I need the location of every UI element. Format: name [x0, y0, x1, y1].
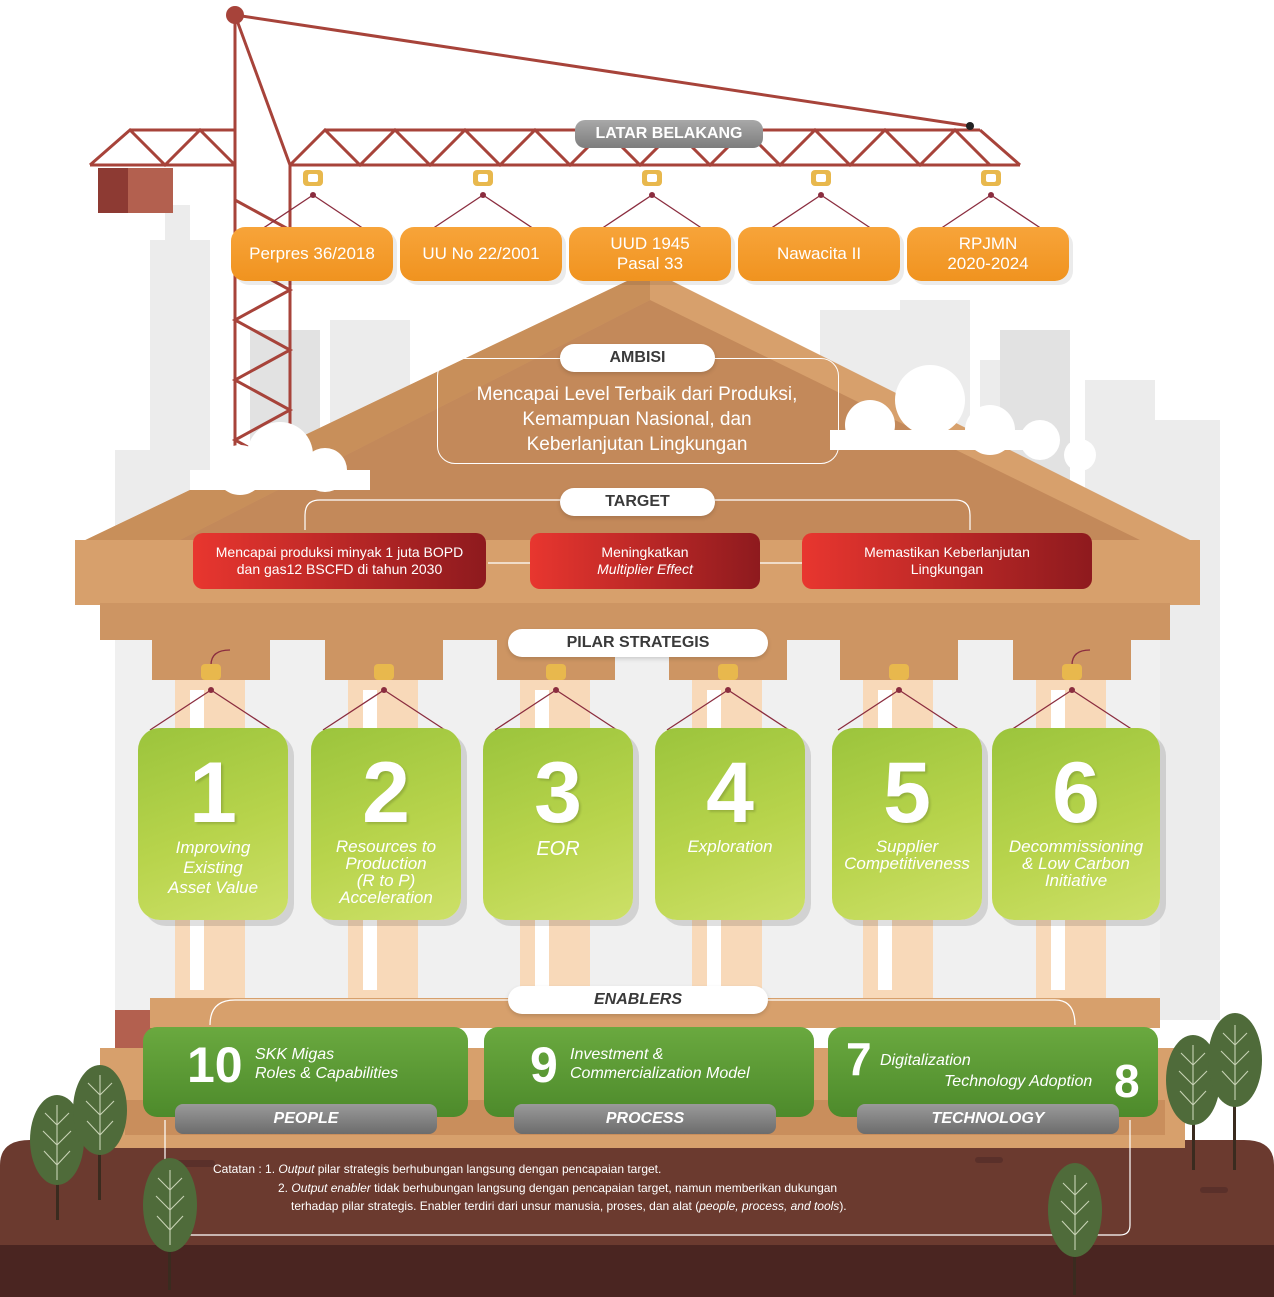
background-item-text: UUD 1945 Pasal 33	[610, 234, 690, 273]
pillar-4: 4 Exploration	[655, 728, 805, 920]
ambisi-label: AMBISI	[560, 344, 715, 372]
enabler-number: 8	[1114, 1055, 1140, 1107]
target-text: dan gas12 BSCFD di tahun 2030	[236, 561, 443, 577]
enabler-line: Technology Adoption	[944, 1073, 1093, 1090]
note-italic: Output	[278, 1162, 315, 1176]
note-italic: people, process, and tools	[699, 1199, 840, 1213]
target-text: Memastikan Keberlanjutan	[864, 544, 1030, 560]
pillar-text: Exploration	[687, 837, 773, 856]
background-item-text: RPJMN 2020-2024	[947, 234, 1029, 273]
pillar-number: 5	[883, 745, 931, 841]
background-item-text: Nawacita II	[776, 244, 862, 263]
pillar-number: 6	[1052, 745, 1100, 841]
pillar-text: Improving Existing Asset Value	[167, 838, 259, 897]
ambisi-line: Mencapai Level Terbaik dari Produksi,	[476, 384, 798, 405]
ambisi-line: Keberlanjutan Lingkungan	[526, 434, 748, 455]
enabler-people: 10 SKK Migas Roles & Capabilities	[143, 1027, 468, 1117]
background-item-text: UU No 22/2001	[422, 244, 540, 263]
note-prefix: Catatan : 1.	[213, 1162, 276, 1176]
background-item-perpres: Perpres 36/2018	[231, 227, 393, 281]
enabler-number: 7	[846, 1033, 872, 1085]
category-people: PEOPLE	[175, 1104, 437, 1134]
category-technology: TECHNOLOGY	[857, 1104, 1119, 1134]
pillar-2: 2 Resources to Production (R to P) Accel…	[311, 728, 461, 920]
note-2: 2. Output enabler tidak berhubungan lang…	[278, 1180, 837, 1196]
pillar-3: 3 EOR	[483, 728, 633, 920]
pilar-label: PILAR STRATEGIS	[508, 629, 768, 657]
enabler-line: Digitalization	[880, 1052, 971, 1069]
pillar-text: Decommissioning & Low Carbon Initiative	[1008, 837, 1144, 890]
enabler-technology: 7 Digitalization Technology Adoption 8	[828, 1027, 1158, 1117]
pillar-number: 4	[706, 745, 754, 841]
target-text: Multiplier Effect	[597, 561, 693, 577]
enabler-text: SKK Migas Roles & Capabilities	[255, 1045, 398, 1083]
ambisi-text: Mencapai Level Terbaik dari Produksi, Ke…	[437, 382, 837, 457]
target-text: Mencapai produksi minyak 1 juta BOPD	[215, 544, 464, 560]
category-process: PROCESS	[514, 1104, 776, 1134]
target-text: Lingkungan	[910, 561, 984, 577]
background-item-text: Perpres 36/2018	[249, 244, 375, 263]
note-text: tidak berhubungan langsung dengan pencap…	[370, 1181, 838, 1195]
enabler-line: Commercialization Model	[570, 1065, 750, 1082]
target-label: TARGET	[560, 488, 715, 516]
enablers-label: ENABLERS	[508, 986, 768, 1014]
enabler-line: Investment &	[570, 1046, 664, 1063]
pillar-number: 1	[189, 745, 237, 841]
note-1: Catatan : 1. Output pilar strategis berh…	[213, 1161, 661, 1177]
note-3: terhadap pilar strategis. Enabler terdir…	[291, 1198, 847, 1214]
pillar-5: 5 Supplier Competitiveness	[832, 728, 982, 920]
pillar-number: 3	[534, 745, 582, 841]
background-item-uu: UU No 22/2001	[400, 227, 562, 281]
note-text: ).	[839, 1199, 847, 1213]
pillar-6: 6 Decommissioning & Low Carbon Initiativ…	[992, 728, 1160, 920]
pillar-text: Supplier Competitiveness	[844, 837, 970, 873]
ambisi-line: Kemampuan Nasional, dan	[522, 409, 752, 430]
background-item-nawacita: Nawacita II	[738, 227, 900, 281]
enabler-number: 10	[187, 1037, 243, 1093]
enabler-number: 9	[530, 1037, 558, 1093]
note-text: pilar strategis berhubungan langsung den…	[314, 1162, 662, 1176]
enabler-text: Investment & Commercialization Model	[570, 1045, 750, 1083]
pillar-text: Resources to Production (R to P) Acceler…	[335, 837, 437, 907]
note-text: terhadap pilar strategis. Enabler terdir…	[291, 1199, 700, 1213]
pillar-text: EOR	[536, 838, 580, 860]
target-text: Meningkatkan	[601, 544, 689, 560]
note-number: 2.	[278, 1181, 289, 1195]
enabler-process: 9 Investment & Commercialization Model	[484, 1027, 814, 1117]
background-item-uud: UUD 1945 Pasal 33	[569, 227, 731, 281]
enabler-line: Roles & Capabilities	[255, 1065, 399, 1082]
background-item-rpjmn: RPJMN 2020-2024	[907, 227, 1069, 281]
pillar-number: 2	[362, 745, 410, 841]
enabler-line: SKK Migas	[255, 1046, 335, 1063]
note-italic: Output enabler	[291, 1181, 371, 1195]
pillar-1: 1 Improving Existing Asset Value	[138, 728, 288, 920]
latar-belakang-label: LATAR BELAKANG	[575, 120, 763, 148]
